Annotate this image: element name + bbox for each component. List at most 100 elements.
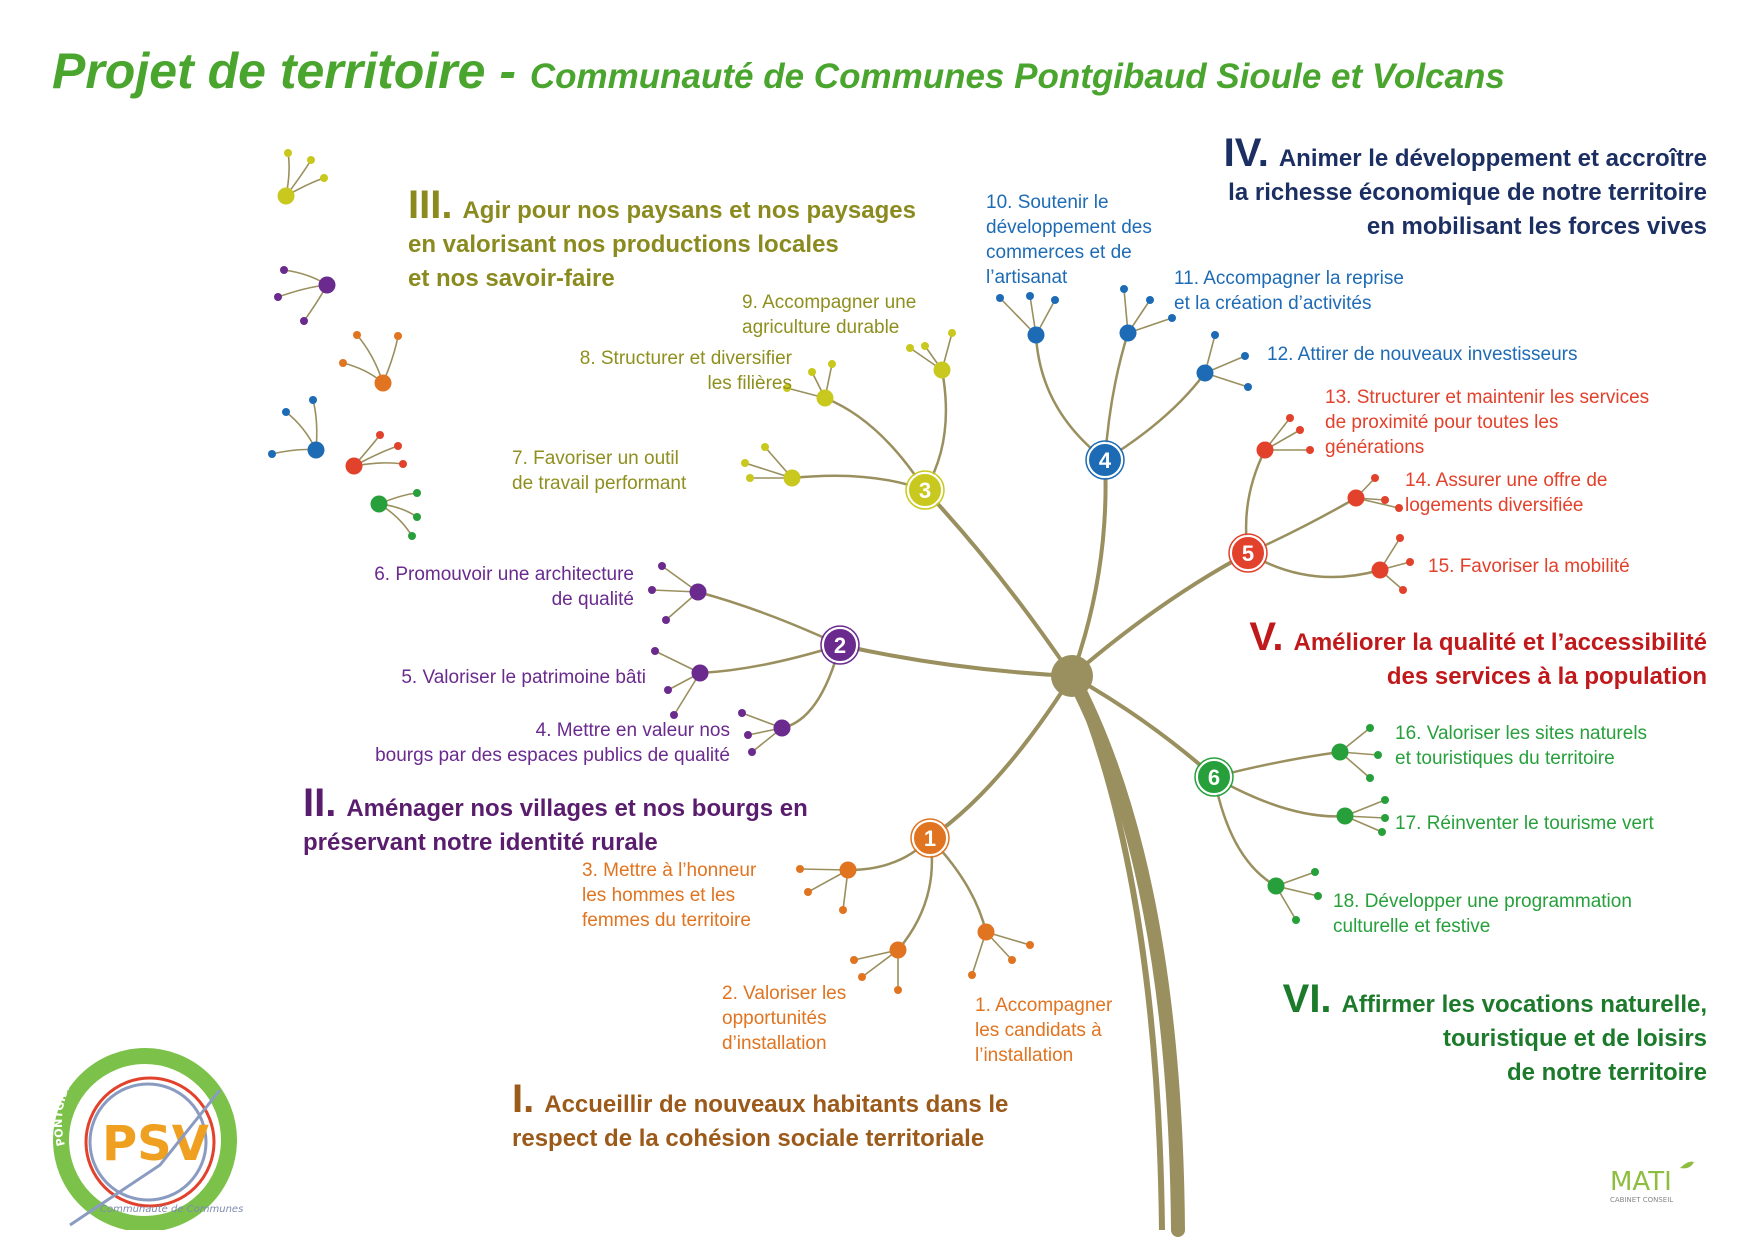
objective-node-13	[1256, 441, 1274, 459]
objective-13: 13. Structurer et maintenir les services…	[1325, 387, 1650, 458]
objective-node-3	[977, 923, 995, 941]
objective-node-14	[1347, 489, 1365, 507]
objective-node-9	[933, 361, 951, 379]
sprig-node-5	[345, 457, 363, 475]
leaf-dot	[738, 709, 746, 717]
leaf-dot	[1366, 774, 1374, 782]
mati-logo: MATI CABINET CONSEIL	[1610, 1161, 1694, 1204]
leaf-dot	[1311, 868, 1319, 876]
axis-marker-label: 5	[1242, 541, 1254, 566]
leaf-dot	[744, 731, 752, 739]
sub-branch-4	[697, 590, 841, 647]
sub-branch-18	[1212, 776, 1277, 888]
axis-marker-ring	[1085, 440, 1125, 480]
objective-node-15	[1371, 561, 1389, 579]
leaf-dot	[1292, 916, 1300, 924]
leaf-dot	[1399, 586, 1407, 594]
leaf-dot	[670, 711, 678, 719]
leaf-dot	[850, 956, 858, 964]
axis-marker-ring	[1228, 533, 1268, 573]
mati-tagline: CABINET CONSEIL	[1610, 1196, 1673, 1204]
axis-marker-6	[1196, 759, 1232, 795]
leaf-dot	[1395, 504, 1403, 512]
trunk-edge	[1069, 674, 1165, 1231]
twig	[999, 297, 1037, 336]
objective-node-8	[816, 389, 834, 407]
axis-marker-3	[907, 472, 943, 508]
sub-branch-7	[791, 474, 926, 492]
main-branch-1	[928, 674, 1074, 840]
leaf-dot	[1374, 751, 1382, 759]
sprig-dot	[307, 156, 315, 164]
leaf-dot	[968, 971, 976, 979]
leaf-dot	[1381, 796, 1389, 804]
objective-node-12	[1196, 364, 1214, 382]
leaf-dot	[808, 368, 816, 376]
leaf-dot	[1286, 414, 1294, 422]
leaf-dot	[839, 906, 847, 914]
mati-name: MATI	[1610, 1167, 1672, 1197]
sub-branch-17	[1213, 775, 1346, 818]
sprig-dot	[394, 442, 402, 450]
sub-branch-14	[1247, 496, 1357, 555]
leaf-dot	[746, 474, 754, 482]
leaf-dot	[648, 586, 656, 594]
sprig-dot	[413, 513, 421, 521]
axis-marker-ring	[905, 470, 945, 510]
objective-node-5	[691, 664, 709, 682]
title-main: Projet de territoire -	[52, 43, 530, 99]
leaf-dot	[1168, 314, 1176, 322]
axis-marker-4	[1087, 442, 1123, 478]
leaf-dot	[996, 294, 1004, 302]
psv-logo: PONTGIBAUD SIOULE ET VOLCANS Communauté …	[52, 1030, 243, 1230]
leaf-dot	[664, 686, 672, 694]
legend-sprigs	[268, 149, 421, 540]
sprig-dot	[394, 332, 402, 340]
objective-node-7	[783, 469, 801, 487]
axis-marker-5	[1230, 535, 1266, 571]
leaf-dot	[1244, 383, 1252, 391]
axis-marker-label: 1	[924, 826, 936, 851]
leaf-dot	[1241, 352, 1249, 360]
main-branch-5	[1070, 551, 1249, 678]
leaf-dot	[1306, 446, 1314, 454]
objective-node-18	[1267, 877, 1285, 895]
axis-marker-label: 3	[919, 478, 931, 503]
sprig-node-2	[318, 276, 336, 294]
sprig-dot	[339, 359, 347, 367]
leaf-dot	[1396, 534, 1404, 542]
objective-node-11	[1119, 324, 1137, 342]
leaf-dot	[1026, 941, 1034, 949]
leaf-dot	[651, 647, 659, 655]
leaf-dot	[1371, 474, 1379, 482]
objective-node-6	[773, 719, 791, 737]
leaf-dot	[1008, 956, 1016, 964]
sprig-dot	[408, 532, 416, 540]
sprig-node-4	[307, 441, 325, 459]
leaf-dot	[662, 616, 670, 624]
axis-marker-label: 4	[1099, 448, 1112, 473]
axis-heading-2: II.Aménager nos villages et nos bourgs e…	[303, 781, 808, 856]
axis-heading-5: V.Améliorer la qualité et l’accessibilit…	[1249, 615, 1707, 690]
sprig-dot	[399, 460, 407, 468]
axis-heading-3: III.Agir pour nos paysans et nos paysage…	[408, 183, 916, 292]
title-subtitle: Communauté de Communes Pontgibaud Sioule…	[529, 57, 1505, 96]
leaf-dot	[906, 344, 914, 352]
leaf-icon	[1680, 1161, 1694, 1169]
objective-node-16	[1331, 743, 1349, 761]
leaf-dot	[748, 748, 756, 756]
leaf-dot	[804, 888, 812, 896]
leaf-dot	[1146, 296, 1154, 304]
sub-branch-12	[1104, 372, 1207, 462]
leaf-dot	[1026, 292, 1034, 300]
sprig-node-1	[277, 187, 295, 205]
leaf-dot	[1296, 426, 1304, 434]
